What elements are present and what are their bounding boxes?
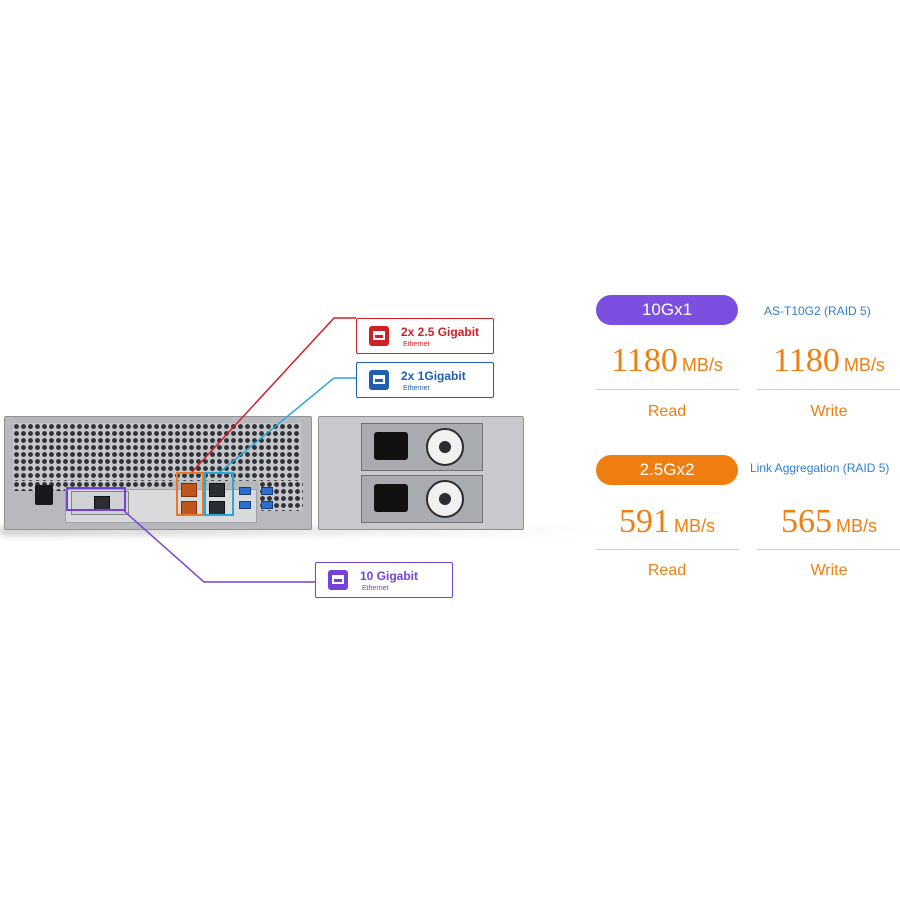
fan-icon [426,428,464,466]
callout-title: 2x 1Gigabit [401,369,466,383]
read-speed-value: 591 [618,503,670,540]
callout-10g-ethernet: 10 Gigabit Ethernet [315,562,453,598]
write-speed-unit: MB/s [843,355,885,375]
vent-grille [13,423,301,481]
ethernet-port-icon [369,370,389,390]
write-label: Write [810,403,848,420]
chassis-left-panel [4,416,312,530]
usb-port [261,501,273,509]
divider [758,389,900,390]
badge-25gx2: 2.5Gx2 [596,455,738,485]
divider [758,549,900,550]
read-speed-unit: MB/s [681,355,723,375]
divider [596,549,738,550]
expansion-card-10g [71,491,129,515]
highlight-25g-ports [176,472,204,516]
usb-port [261,487,273,495]
callout-1g-ethernet: 2x 1Gigabit Ethernet [356,362,494,398]
highlight-10g-port [66,487,126,511]
callout-subtitle: Ethernet [403,385,430,392]
write-speed-value: 1180 [773,342,840,379]
write-label: Write [810,562,848,579]
ethernet-port-icon [328,570,348,590]
config-label: AS-T10G2 (RAID 5) [764,304,871,318]
badge-10gx1: 10Gx1 [596,295,738,325]
fan-icon [426,480,464,518]
callout-subtitle: Ethernet [403,341,430,348]
write-speed-value: 565 [780,503,832,540]
read-speed-unit: MB/s [673,516,715,536]
write-speed-unit: MB/s [835,516,877,536]
power-inlet [374,484,408,512]
rj45-port-1g [209,483,225,497]
callout-title: 2x 2.5 Gigabit [401,325,480,339]
power-supply-unit [361,423,483,471]
vent-grille [259,481,303,511]
power-connector [35,485,53,505]
rj45-port-25g [181,483,197,497]
vent-grille [13,481,173,491]
callout-subtitle: Ethernet [362,585,389,592]
config-label: Link Aggregation (RAID 5) [750,461,890,475]
ethernet-port-icon [369,326,389,346]
read-speed-value: 1180 [611,342,678,379]
divider [596,389,738,390]
highlight-1g-ports [204,472,234,516]
power-supply-unit [361,475,483,523]
read-label: Read [647,562,687,579]
usb-port [239,501,251,509]
nas-rear-panel-image [0,412,600,540]
callout-title: 10 Gigabit [360,569,419,583]
read-label: Read [647,403,687,420]
power-inlet [374,432,408,460]
usb-port [239,487,251,495]
chassis-right-panel [318,416,524,530]
callout-25g-ethernet: 2x 2.5 Gigabit Ethernet [356,318,494,354]
